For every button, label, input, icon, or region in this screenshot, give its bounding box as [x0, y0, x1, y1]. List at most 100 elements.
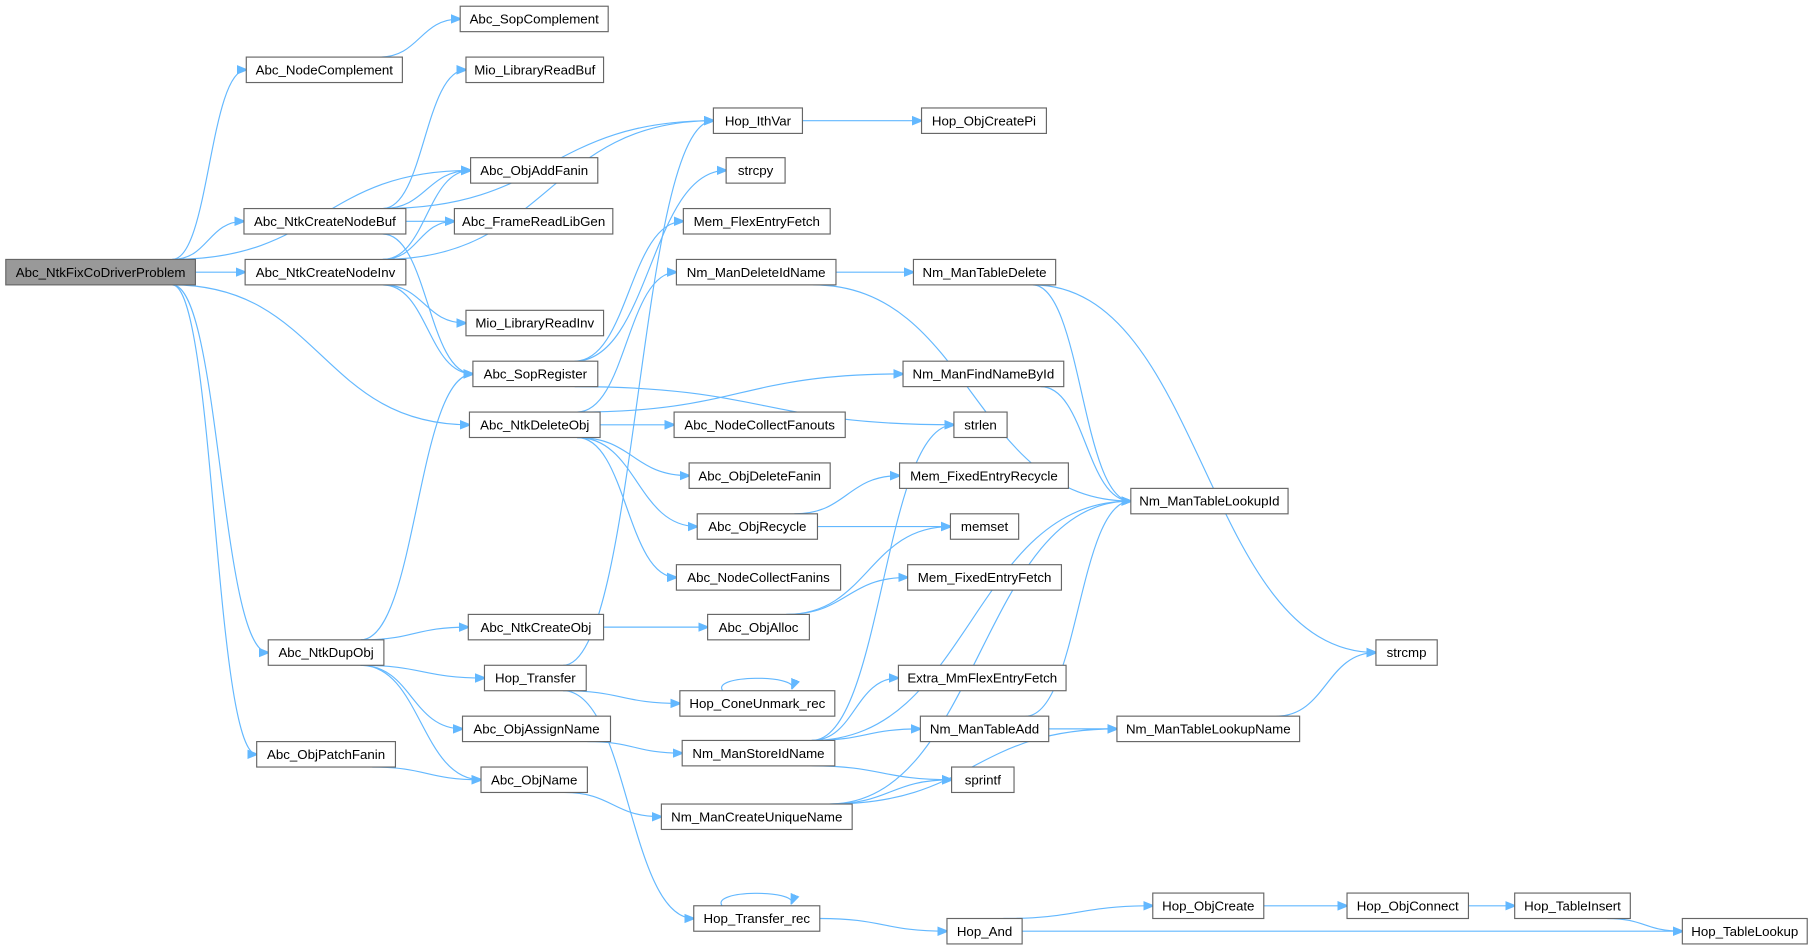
node-abc-ntk-create-node-inv[interactable]: Abc_NtkCreateNodeInv: [244, 258, 407, 286]
node-mem-fixed-entry-recycle[interactable]: Mem_FixedEntryRecycle: [898, 462, 1069, 489]
node-hop-table-insert[interactable]: Hop_TableInsert: [1514, 892, 1631, 920]
node-box: [465, 56, 605, 84]
edge-abc-ntk-fix-co-driver-problem-to-abc-ntk-create-node-buf: [172, 221, 244, 261]
node-label: Nm_ManDeleteIdName: [687, 265, 826, 280]
node-label: Mem_FixedEntryFetch: [918, 570, 1052, 585]
edge-abc-obj-alloc-to-memset: [786, 527, 950, 615]
node-abc-node-complement[interactable]: Abc_NodeComplement: [245, 56, 403, 84]
node-hop-table-lookup[interactable]: Hop_TableLookup: [1681, 917, 1808, 945]
node-mem-fixed-entry-fetch[interactable]: Mem_FixedEntryFetch: [907, 564, 1063, 591]
node-abc-obj-alloc[interactable]: Abc_ObjAlloc: [707, 613, 810, 641]
node-box: [1130, 487, 1289, 515]
node-hop-obj-create[interactable]: Hop_ObjCreate: [1152, 892, 1265, 920]
node-box: [256, 741, 397, 768]
node-label: Nm_ManStoreIdName: [692, 746, 824, 761]
node-mio-library-read-inv[interactable]: Mio_LibraryReadInv: [465, 309, 605, 337]
node-label: Nm_ManTableDelete: [923, 265, 1047, 280]
node-label: Abc_NtkDupObj: [278, 645, 373, 660]
node-abc-node-collect-fanouts[interactable]: Abc_NodeCollectFanouts: [673, 411, 846, 439]
node-label: Abc_NodeCollectFanins: [687, 570, 830, 585]
node-abc-obj-name[interactable]: Abc_ObjName: [480, 766, 588, 794]
edge-abc-obj-recycle-to-mem-fixed-entry-recycle: [794, 476, 899, 515]
node-hop-transfer-rec[interactable]: Hop_Transfer_rec: [693, 905, 821, 932]
node-abc-obj-recycle[interactable]: Abc_ObjRecycle: [696, 513, 819, 540]
node-nm-man-table-lookup-id[interactable]: Nm_ManTableLookupId: [1130, 487, 1289, 515]
node-nm-man-find-name-by-id[interactable]: Nm_ManFindNameById: [902, 360, 1065, 388]
node-box: [919, 715, 1050, 743]
node-nm-man-table-delete[interactable]: Nm_ManTableDelete: [912, 258, 1057, 286]
node-box: [682, 207, 831, 235]
node-strcpy[interactable]: strcpy: [725, 157, 786, 184]
node-label: Abc_ObjName: [491, 772, 577, 787]
node-label: Hop_ConeUnmark_rec: [689, 696, 825, 711]
node-hop-obj-connect[interactable]: Hop_ObjConnect: [1346, 892, 1470, 920]
edge-nm-man-table-delete-to-nm-man-table-lookup-id: [1032, 284, 1131, 501]
root-node-abc-ntk-fix-co-driver-problem[interactable]: Abc_NtkFixCoDriverProblem: [5, 258, 196, 286]
node-box: [245, 56, 403, 84]
node-abc-ntk-create-obj[interactable]: Abc_NtkCreateObj: [467, 613, 605, 641]
node-strcmp[interactable]: strcmp: [1375, 639, 1438, 666]
node-box: [688, 462, 831, 489]
edge-nm-man-store-id-name-to-nm-man-table-lookup-id: [811, 501, 1131, 742]
node-nm-man-table-lookup-name[interactable]: Nm_ManTableLookupName: [1116, 715, 1301, 743]
node-nm-man-delete-id-name[interactable]: Nm_ManDeleteIdName: [675, 258, 837, 286]
node-abc-frame-read-lib-gen[interactable]: Abc_FrameReadLibGen: [453, 207, 614, 235]
node-nm-man-store-id-name[interactable]: Nm_ManStoreIdName: [681, 739, 836, 767]
node-label: Mem_FixedEntryRecycle: [910, 468, 1058, 483]
node-abc-obj-patch-fanin[interactable]: Abc_ObjPatchFanin: [256, 741, 397, 768]
node-label: Hop_ObjCreate: [1162, 898, 1254, 913]
node-label: Nm_ManTableLookupName: [1126, 722, 1291, 737]
edge-nm-man-table-add-to-nm-man-table-lookup-id: [1025, 501, 1131, 717]
node-label: Abc_FrameReadLibGen: [462, 214, 605, 229]
node-box: [1152, 892, 1265, 920]
node-label: Hop_TableLookup: [1691, 924, 1798, 939]
node-label: Abc_NtkFixCoDriverProblem: [16, 265, 186, 280]
node-abc-obj-add-fanin[interactable]: Abc_ObjAddFanin: [470, 157, 599, 184]
node-box: [470, 157, 599, 184]
node-abc-ntk-dup-obj[interactable]: Abc_NtkDupObj: [267, 639, 385, 666]
node-label: Abc_ObjAssignName: [473, 722, 599, 737]
node-box: [243, 207, 407, 235]
node-abc-obj-delete-fanin[interactable]: Abc_ObjDeleteFanin: [688, 462, 831, 489]
node-hop-transfer[interactable]: Hop_Transfer: [483, 664, 587, 692]
node-label: strcmp: [1387, 645, 1427, 660]
node-label: Abc_NtkCreateNodeInv: [256, 265, 396, 280]
node-label: Nm_ManTableLookupId: [1139, 494, 1279, 509]
node-nm-man-table-add[interactable]: Nm_ManTableAdd: [919, 715, 1050, 743]
node-box: [1375, 639, 1438, 666]
node-abc-node-collect-fanins[interactable]: Abc_NodeCollectFanins: [675, 564, 842, 591]
node-hop-obj-create-pi[interactable]: Hop_ObjCreatePi: [920, 107, 1047, 134]
node-box: [1346, 892, 1470, 920]
node-sprintf[interactable]: sprintf: [951, 766, 1015, 794]
node-box: [953, 411, 1008, 439]
node-label: Hop_IthVar: [725, 113, 792, 128]
node-label: sprintf: [965, 772, 1001, 787]
node-nm-man-create-unique-name[interactable]: Nm_ManCreateUniqueName: [660, 803, 853, 831]
edge-abc-ntk-dup-obj-to-abc-obj-name: [360, 664, 481, 779]
node-strlen[interactable]: strlen: [953, 411, 1008, 439]
node-abc-ntk-create-node-buf[interactable]: Abc_NtkCreateNodeBuf: [243, 207, 407, 235]
node-abc-obj-assign-name[interactable]: Abc_ObjAssignName: [461, 715, 612, 743]
node-box: [459, 5, 609, 33]
edge-abc-ntk-fix-co-driver-problem-to-abc-ntk-dup-obj: [172, 284, 268, 653]
edge-abc-ntk-delete-obj-to-abc-node-collect-fanins: [576, 436, 676, 578]
node-mem-flex-entry-fetch[interactable]: Mem_FlexEntryFetch: [682, 207, 831, 235]
node-hop-cone-unmark-rec[interactable]: Hop_ConeUnmark_rec: [679, 690, 836, 717]
edge-abc-sop-register-to-strcpy: [574, 170, 726, 362]
node-hop-ith-var[interactable]: Hop_IthVar: [712, 107, 804, 134]
node-box: [675, 564, 842, 591]
node-label: Mio_LibraryReadBuf: [474, 62, 595, 77]
node-abc-sop-complement[interactable]: Abc_SopComplement: [459, 5, 609, 33]
node-box: [681, 739, 836, 767]
node-memset[interactable]: memset: [949, 513, 1020, 540]
node-abc-sop-register[interactable]: Abc_SopRegister: [472, 360, 599, 388]
edge-hop-and-to-hop-obj-create: [1003, 906, 1152, 920]
edge-abc-ntk-fix-co-driver-problem-to-abc-obj-patch-fanin: [172, 284, 256, 754]
node-mio-library-read-buf[interactable]: Mio_LibraryReadBuf: [465, 56, 605, 84]
node-extra-mm-flex-entry-fetch[interactable]: Extra_MmFlexEntryFetch: [897, 664, 1067, 692]
node-hop-and[interactable]: Hop_And: [946, 917, 1023, 945]
edge-abc-obj-assign-name-to-nm-man-store-id-name: [587, 741, 682, 754]
node-abc-ntk-delete-obj[interactable]: Abc_NtkDeleteObj: [468, 411, 601, 439]
edge-hop-table-insert-to-hop-table-lookup: [1607, 917, 1682, 932]
node-label: Mem_FlexEntryFetch: [694, 214, 820, 229]
